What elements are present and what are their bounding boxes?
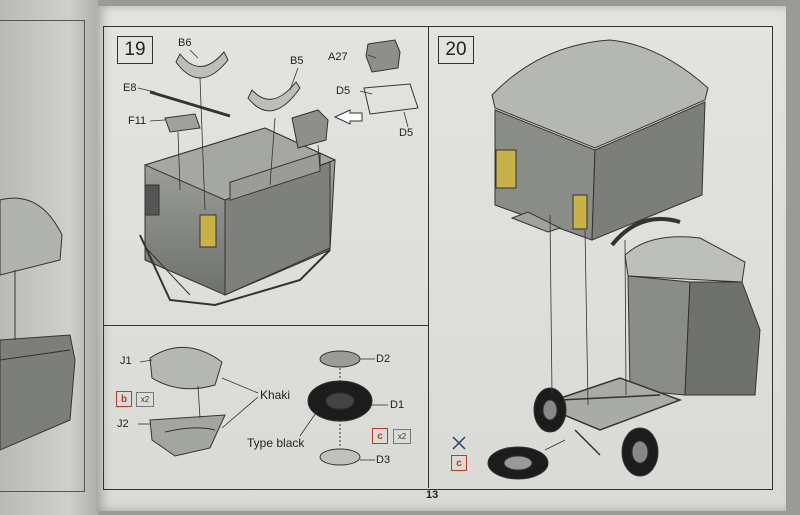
part-label-d3: D3 — [376, 454, 391, 466]
step19-parts — [149, 39, 419, 149]
panel-divider-horizontal — [103, 325, 428, 326]
tool-icon — [452, 436, 466, 450]
quantity-badge-c: x2 — [393, 429, 411, 444]
sprue-badge-b: b — [116, 391, 132, 407]
step19-leaders — [137, 49, 409, 211]
wheel-drawing — [307, 350, 373, 466]
left-page-frame — [0, 20, 85, 492]
step19-body-drawing — [139, 127, 337, 307]
part-label-b5: B5 — [290, 55, 304, 67]
sprue-badge-c-step20: c — [451, 455, 467, 471]
quantity-badge-b: x2 — [136, 392, 154, 407]
part-label-d5-left: D5 — [336, 85, 351, 97]
step20-wheels — [487, 387, 659, 480]
part-label-j1: J1 — [120, 355, 132, 367]
part-label-f11: F11 — [128, 115, 147, 127]
cargo-bag-leaders — [138, 359, 259, 429]
step-number-19: 19 — [117, 36, 153, 64]
previous-step-vehicle — [0, 197, 76, 451]
part-label-d1: D1 — [390, 399, 405, 411]
paint-label-type-black: Type black — [247, 436, 305, 450]
part-label-e8: E8 — [123, 82, 137, 94]
panel-divider-vertical — [428, 26, 429, 488]
step20-assembly-arrows — [544, 214, 627, 451]
page-frame — [103, 26, 773, 490]
wheel-leaders — [299, 358, 388, 461]
sprue-badge-c: c — [372, 428, 388, 444]
part-label-d5-right: D5 — [399, 127, 414, 139]
cargo-bag-drawing — [149, 347, 226, 457]
part-label-j2: J2 — [117, 418, 129, 430]
step20-cargo-body — [491, 39, 709, 241]
page-number: 13 — [426, 489, 439, 501]
part-label-d2: D2 — [376, 353, 391, 365]
step20-cab — [610, 217, 761, 396]
part-label-b6: B6 — [178, 37, 192, 49]
paint-label-khaki: Khaki — [260, 388, 291, 402]
step-number-20: 20 — [438, 36, 474, 64]
step20-chassis — [537, 377, 683, 456]
part-label-a27: A27 — [328, 51, 348, 63]
